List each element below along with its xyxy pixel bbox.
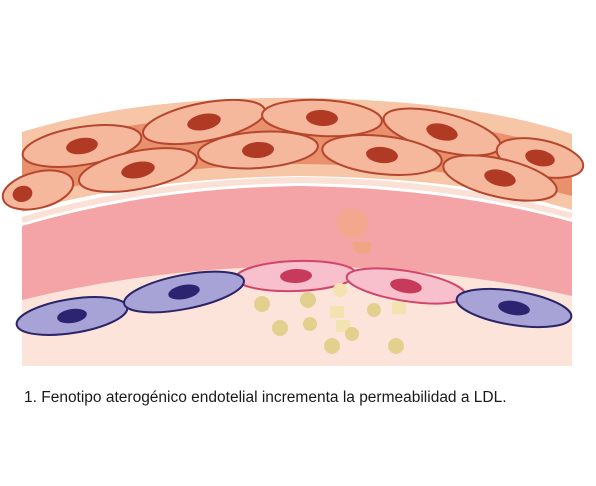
ldl-particle-icon — [324, 338, 340, 354]
ldl-particle-icon — [345, 327, 359, 341]
ldl-particle-icon — [388, 338, 404, 354]
smooth-muscle-cells — [1, 98, 585, 211]
ldl-particle-icon — [336, 320, 350, 332]
normal-endothelial-cells — [15, 270, 573, 336]
internal-elastic-lamina — [21, 176, 573, 223]
smooth-muscle-cell-icon — [382, 107, 502, 157]
ldl-particle-icon — [330, 306, 344, 318]
migrating-cell — [337, 208, 372, 254]
activated-endothelial-cells — [235, 259, 467, 305]
smooth-muscle-cell-icon — [197, 130, 319, 170]
ldl-particle-icon — [254, 296, 270, 312]
endothelial-cell-icon — [455, 287, 573, 329]
ldl-particle-icon — [367, 303, 381, 317]
ldl-particles — [254, 283, 406, 354]
smooth-muscle-cell-icon — [77, 147, 199, 193]
artery-wall-illustration — [1, 97, 585, 366]
endothelial-cell-icon — [345, 267, 467, 305]
smooth-muscle-cell-icon — [1, 169, 75, 211]
ldl-particle-icon — [303, 317, 317, 331]
endothelial-cell-icon — [123, 270, 245, 314]
smooth-muscle-cell-icon — [261, 98, 383, 138]
smooth-muscle-cell-icon — [321, 134, 443, 176]
ldl-particle-icon — [392, 302, 406, 314]
ldl-particle-icon — [272, 320, 288, 336]
figure-caption: 1. Fenotipo aterogénico endotelial incre… — [24, 389, 507, 406]
ldl-particle-icon — [300, 292, 316, 308]
smooth-muscle-cell-icon — [442, 154, 558, 202]
ldl-particle-icon — [333, 283, 347, 297]
